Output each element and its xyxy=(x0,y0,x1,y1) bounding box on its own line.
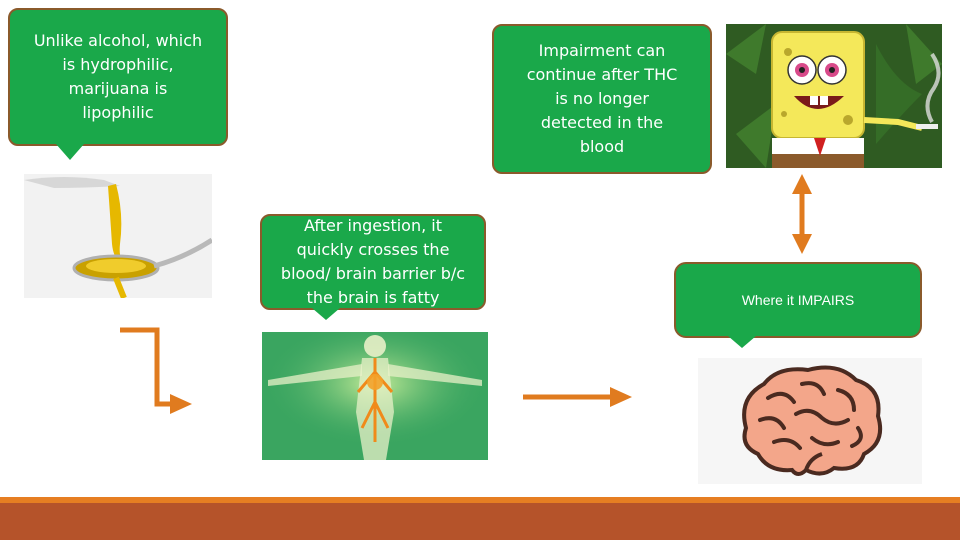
brain-image xyxy=(698,358,922,484)
callout-lipophilic: Unlike alcohol, which is hydrophilic, ma… xyxy=(8,8,228,160)
oil-spoon-icon xyxy=(24,174,212,298)
cartoon-smoker-icon xyxy=(726,24,942,168)
human-body-image xyxy=(262,332,488,460)
footer-accent-line xyxy=(0,497,960,503)
callout-impairment-text: Impairment can continue after THC is no … xyxy=(526,41,678,156)
up-arrowhead xyxy=(792,174,812,194)
callout-lipophilic-text: Unlike alcohol, which is hydrophilic, ma… xyxy=(33,31,203,122)
connector-arrow-icon xyxy=(120,192,805,407)
elbow-arrowhead xyxy=(170,394,192,414)
callout-ingestion: After ingestion, it quickly crosses the … xyxy=(260,214,486,320)
callout-ingestion-text: After ingestion, it quickly crosses the … xyxy=(280,216,466,307)
callout-impairs-text: Where it IMPAIRS xyxy=(741,292,855,308)
down-arrowhead xyxy=(792,234,812,254)
footer-bar xyxy=(0,503,960,540)
callout-impairment: Impairment can continue after THC is no … xyxy=(492,24,712,174)
oil-spoon-image xyxy=(24,174,212,298)
cartoon-smoker-image xyxy=(726,24,942,168)
elbow-connector-arrow xyxy=(120,327,170,407)
brain-icon xyxy=(698,358,922,484)
callout-impairs: Where it IMPAIRS xyxy=(674,262,922,348)
human-body-icon xyxy=(262,332,488,460)
right-arrowhead xyxy=(610,387,632,407)
